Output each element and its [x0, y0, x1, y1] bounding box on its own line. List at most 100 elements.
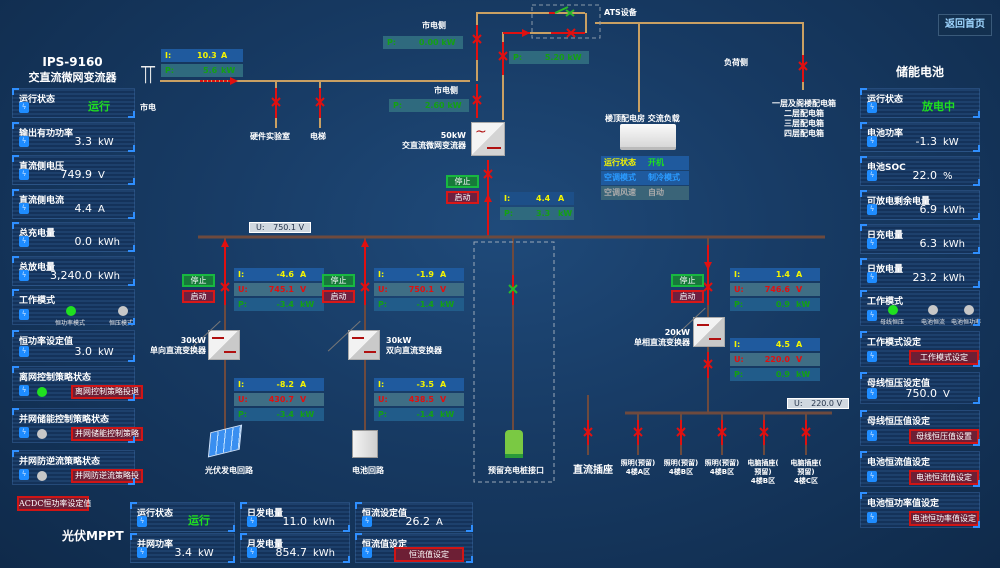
pv-monthly-gen-unit: kWh	[313, 548, 336, 559]
pv-const-current-value: 26.2	[405, 515, 431, 528]
stat-value: 22.0	[912, 169, 938, 182]
meter-unit: A	[796, 270, 803, 279]
pv-run-status-label: 运行状态	[137, 509, 174, 519]
pv-daily-gen-label: 日发电量	[247, 509, 284, 519]
pv-const-current-unit: A	[436, 517, 443, 528]
meter-key: I:	[734, 340, 741, 349]
home-button[interactable]: 返回首页	[938, 14, 992, 36]
battery-power-set-card: 电池恒功率值设定 ϟ 电池恒功率值设定	[860, 492, 980, 528]
meter-unit: A	[440, 380, 447, 389]
bus-voltage-value: 750.0	[905, 387, 938, 400]
pv-start-button[interactable]: 启动	[182, 290, 215, 303]
meter-value: 438.5	[408, 395, 434, 404]
main-stop-button[interactable]: 停止	[446, 175, 479, 188]
mode-set-button[interactable]: 工作模式设定	[909, 350, 979, 365]
ac-status-table: 运行状态开机 空调模式制冷模式 空调风速自动	[601, 156, 689, 200]
ev-charger-icon	[505, 430, 523, 458]
offgrid-strategy-card: 离网控制策略状态 ϟ 离网控制策略投退	[12, 366, 143, 401]
single-phase-start-button[interactable]: 启动	[671, 290, 704, 303]
pv-const-current-card: 恒流设定值 ϟ 26.2 A	[355, 502, 473, 532]
battery-current-set-button[interactable]: 电池恒流值设定	[909, 470, 979, 485]
lightning-icon: ϟ	[247, 516, 257, 527]
battery-power-set-button[interactable]: 电池恒功率值设定	[909, 511, 979, 526]
meter-unit: A	[440, 270, 447, 279]
meter-value: 430.7	[268, 395, 294, 404]
meter-unit: V	[300, 285, 307, 294]
main-start-button[interactable]: 启动	[446, 191, 479, 204]
stat-status: 运行	[88, 100, 110, 113]
lightning-icon: ϟ	[867, 512, 877, 523]
battery-source-label: 电池回路	[352, 466, 384, 475]
power-unit: kW	[447, 101, 462, 110]
meter-unit: kW	[440, 410, 455, 419]
floor-box-label: 一层及阁楼配电箱	[772, 99, 836, 108]
anti-reverse-strategy-button[interactable]: 并网防逆流策略投	[71, 469, 143, 483]
meter-unit: V	[440, 395, 447, 404]
anti-reverse-strategy-label: 并网防逆流策略状态	[19, 457, 101, 467]
main-converter-rating: 50kW	[440, 131, 466, 140]
battery-stop-button[interactable]: 停止	[322, 274, 355, 287]
battery-start-button[interactable]: 启动	[322, 290, 355, 303]
load-hardware-lab-label: 硬件实验室	[250, 132, 290, 141]
grid-power-unit: kW	[221, 66, 236, 75]
ats-power-value: 5.20	[544, 53, 565, 62]
stat-label: 总充电量	[19, 229, 56, 239]
grid-current-value: 10.3	[197, 51, 217, 60]
offgrid-strategy-button[interactable]: 离网控制策略投退	[71, 385, 143, 399]
stat-label: 可放电剩余电量	[867, 197, 931, 207]
bus-voltage-set-button[interactable]: 母线恒压值设置	[909, 429, 979, 444]
lightning-icon: ϟ	[867, 136, 877, 147]
single-phase-converter-icon	[693, 317, 725, 347]
stat-unit: kWh	[943, 273, 966, 284]
bus-voltage-set-label: 母线恒压值设定	[867, 417, 931, 427]
stat-label: 日放电量	[867, 265, 904, 275]
left-work-mode-card: 工作模式 ϟ 恒功率模式 恒压模式	[12, 289, 135, 327]
dc-bus-voltage-label: U:	[256, 223, 265, 232]
lightning-icon: ϟ	[19, 269, 29, 281]
single-phase-stop-button[interactable]: 停止	[671, 274, 704, 287]
dc-load-label: 照明(预留) 4楼B区	[704, 459, 740, 476]
battery-converter-name: 双向直流变换器	[386, 346, 442, 355]
battery-work-mode-label: 工作模式	[867, 297, 904, 307]
lightning-icon: ϟ	[867, 351, 877, 362]
meter-value: 750.1	[408, 285, 434, 294]
pv-stop-button[interactable]: 停止	[182, 274, 215, 287]
low-bus-voltage-unit: V	[836, 399, 843, 408]
stat-unit: kWh	[943, 239, 966, 250]
lightning-icon: ϟ	[19, 346, 29, 357]
mode-indicator-const-voltage	[118, 306, 128, 316]
dc-bus-voltage-value: 750.1	[273, 223, 297, 232]
grid-storage-strategy-button[interactable]: 并网储能控制策略	[71, 427, 143, 441]
right-panel-title: 储能电池	[895, 65, 944, 79]
stat-unit: V	[98, 170, 105, 181]
ats-label: ATS设备	[604, 8, 637, 17]
stat-label: 直流侧电流	[19, 195, 65, 206]
offgrid-status-indicator	[37, 387, 47, 397]
left-panel-title: IPS-9160 交直流微网变流器	[10, 55, 135, 85]
ac-run-status-value: 开机	[648, 158, 664, 167]
lightning-icon: ϟ	[19, 202, 29, 214]
mode-label-const-voltage: 恒压模式	[109, 320, 134, 327]
grid-storage-strategy-card: 并网储能控制策略状态 ϟ 并网储能控制策略	[12, 408, 143, 443]
floor-distribution-boxes: 一层及阁楼配电箱二层配电箱三层配电箱四层配电箱	[768, 99, 840, 139]
stat-unit: %	[943, 171, 953, 182]
lightning-icon: ϟ	[19, 236, 29, 247]
floor-box-label: 二层配电箱	[784, 109, 824, 118]
battery-cabinet-icon	[352, 430, 378, 458]
pv-const-current-set-button[interactable]: 恒流值设定	[394, 547, 464, 562]
anti-reverse-strategy-card: 并网防逆流策略状态 ϟ 并网防逆流策略投	[12, 450, 143, 485]
acdc-const-power-button[interactable]: ACDC恒功率设定值	[17, 496, 91, 511]
